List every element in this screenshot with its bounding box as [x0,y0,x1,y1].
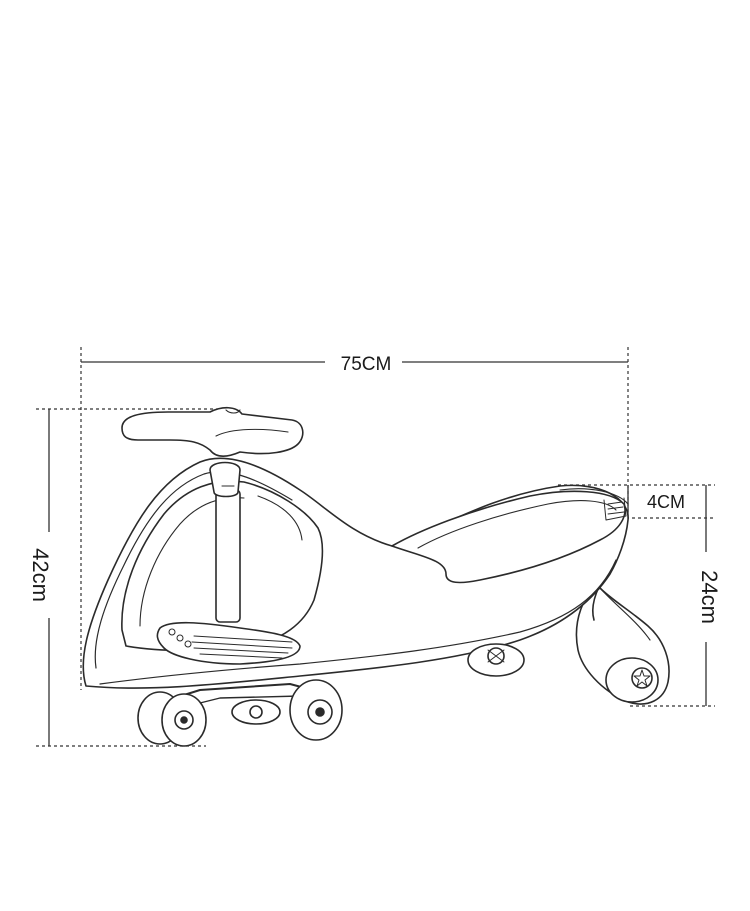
height-label: 42cm [28,548,53,602]
length-dimension: 75CM [80,347,629,690]
seat-depth-dimension: 4CM [548,484,715,519]
swing-car [82,406,670,747]
front-wheel-left [137,691,207,747]
seat [391,490,626,584]
body-height-label: 24cm [697,570,722,624]
steering-column [215,489,241,623]
front-wheel-mid [231,699,281,725]
rear-wheel-tail [605,657,659,703]
length-label: 75CM [341,354,392,375]
foot-pedal [156,621,301,665]
height-dimension: 42cm [28,408,232,747]
rear-wheel-under-seat [467,643,525,677]
pedal-grip [191,635,293,659]
front-wheel-right [289,679,343,741]
body-height-dimension: 24cm [630,485,722,707]
seat-depth-label: 4CM [647,492,685,512]
steering-wheel [121,406,304,458]
